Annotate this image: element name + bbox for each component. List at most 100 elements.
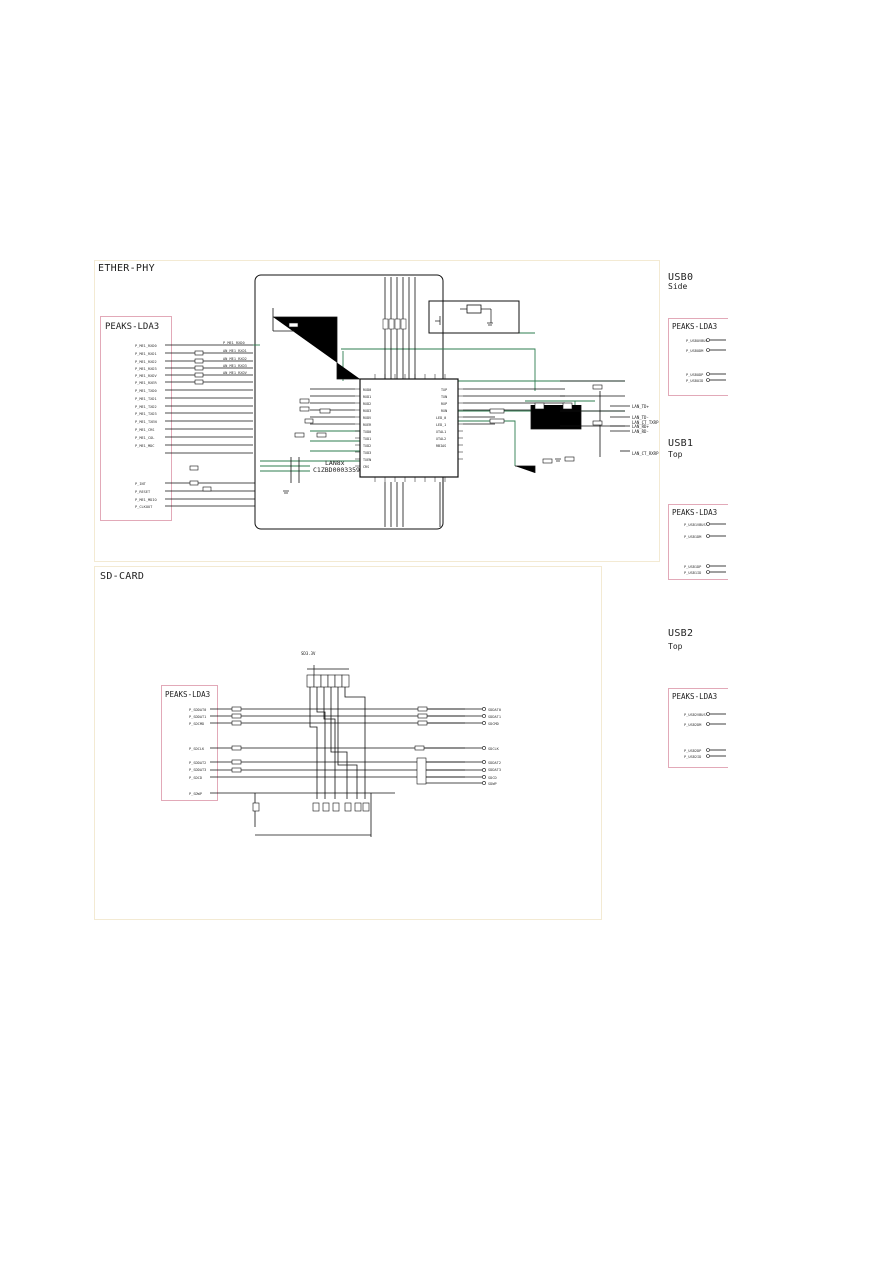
- usb2-connector-box: PEAKS-LDA3: [668, 688, 728, 768]
- svg-text:LAN_TD+: LAN_TD+: [632, 404, 649, 409]
- svg-text:AN_ME1_RXD2: AN_ME1_RXD2: [223, 357, 247, 361]
- usb0-title: USB0: [668, 272, 694, 283]
- svg-text:P_USBOID: P_USBOID: [686, 379, 703, 383]
- svg-text:SDDAT0: SDDAT0: [488, 708, 501, 712]
- svg-text:P_ME1_TXD1: P_ME1_TXD1: [135, 397, 157, 401]
- svg-text:SDDAT3: SDDAT3: [488, 768, 501, 772]
- svg-text:P_SDCMD: P_SDCMD: [189, 722, 204, 726]
- svg-text:P_USB1VBUS: P_USB1VBUS: [684, 523, 706, 527]
- phy-chip-name: LAN8x: [325, 459, 345, 467]
- svg-text:SDCMD: SDCMD: [488, 722, 499, 726]
- svg-text:P_USBODM: P_USBODM: [686, 349, 704, 353]
- ether-crystal: [466, 304, 482, 314]
- ether-right-wires: [463, 380, 625, 473]
- svg-text:LAN_CT_TXRP: LAN_CT_TXRP: [632, 420, 659, 425]
- svg-text:RXD1: RXD1: [363, 395, 371, 399]
- svg-text:LAN_RD+: LAN_RD+: [632, 424, 649, 429]
- svg-text:P_ME1_TXEN: P_ME1_TXEN: [135, 420, 157, 424]
- svg-text:LED_0: LED_0: [436, 416, 446, 420]
- svg-text:SDWP: SDWP: [488, 782, 497, 786]
- usb1-title: USB1: [668, 438, 694, 449]
- usb2-connector-label: PEAKS-LDA3: [672, 692, 718, 701]
- svg-text:P_SDDAT2: P_SDDAT2: [189, 761, 206, 765]
- svg-text:P_ME1_CRS: P_ME1_CRS: [135, 428, 154, 432]
- svg-text:P_CLKOUT: P_CLKOUT: [135, 505, 153, 509]
- usb0-connector-label: PEAKS-LDA3: [672, 322, 718, 331]
- ether-crystal-frame: [428, 300, 520, 334]
- svg-text:SD3.3V: SD3.3V: [301, 651, 316, 656]
- ether-pin-wires: [165, 344, 255, 507]
- ether-ground-symbols: [283, 322, 561, 494]
- ether-right-components: [489, 384, 603, 464]
- svg-text:RXER: RXER: [363, 423, 372, 427]
- svg-text:TXP: TXP: [441, 388, 447, 392]
- svg-text:P_USB2DP: P_USB2DP: [684, 749, 701, 753]
- svg-text:P_ME1_TXD2: P_ME1_TXD2: [135, 405, 157, 409]
- svg-text:RBIAS: RBIAS: [436, 444, 446, 448]
- svg-text:RXD2: RXD2: [363, 402, 371, 406]
- ether-left-components: [288, 322, 331, 438]
- usb1-connector-label: PEAKS-LDA3: [672, 508, 718, 517]
- svg-text:P_ME1_MDC: P_ME1_MDC: [135, 444, 154, 448]
- svg-text:RXP: RXP: [441, 402, 447, 406]
- phy-chip-body: [359, 378, 459, 478]
- svg-text:P_ME1_RXD1: P_ME1_RXD1: [135, 352, 157, 356]
- svg-text:P_SDCLK: P_SDCLK: [189, 747, 205, 751]
- svg-text:P_SDDAT0: P_SDDAT0: [189, 708, 206, 712]
- svg-text:P_ME1_RXD0: P_ME1_RXD0: [135, 344, 157, 348]
- svg-text:RXDV: RXDV: [363, 416, 371, 420]
- svg-text:AN_ME1_RXD3: AN_ME1_RXD3: [223, 364, 247, 368]
- usb0-connector-box: PEAKS-LDA3: [668, 318, 728, 396]
- svg-text:P_USB2ID: P_USB2ID: [684, 755, 701, 759]
- svg-text:P_USBODP: P_USBODP: [686, 373, 703, 377]
- svg-text:TXD0: TXD0: [363, 430, 371, 434]
- svg-text:CRS: CRS: [363, 465, 369, 469]
- svg-text:P_USB1DP: P_USB1DP: [684, 565, 701, 569]
- svg-text:P_SDWP: P_SDWP: [189, 792, 202, 796]
- svg-text:TXD1: TXD1: [363, 437, 371, 441]
- svg-text:P_INT: P_INT: [135, 482, 147, 486]
- svg-text:P_ME1_TXD0: P_ME1_TXD0: [135, 389, 157, 393]
- svg-text:P_RESET: P_RESET: [135, 490, 151, 494]
- usb2-title: USB2: [668, 628, 694, 639]
- svg-text:TXD2: TXD2: [363, 444, 371, 448]
- svg-text:P_ME1_RXD3: P_ME1_RXD3: [135, 367, 157, 371]
- svg-text:P_ME1_TXD3: P_ME1_TXD3: [135, 412, 157, 416]
- sd-pullup-verticals: [254, 687, 366, 827]
- sd-connector-box: PEAKS-LDA3: [161, 685, 218, 801]
- svg-text:SDCLK: SDCLK: [488, 747, 500, 751]
- svg-text:LAN_CT_RXRP: LAN_CT_RXRP: [632, 451, 659, 456]
- ether-connector-label: PEAKS-LDA3: [105, 322, 160, 332]
- svg-text:P_USB1DM: P_USB1DM: [684, 535, 702, 539]
- usb0-subtitle: Side: [668, 282, 688, 291]
- svg-text:AN_ME1_RXD1: AN_ME1_RXD1: [223, 349, 247, 353]
- sd-card-panel: SD-CARD PEAKS-LDA3 SD3.3V: [94, 566, 602, 920]
- svg-text:P_USB2VBUS: P_USB2VBUS: [684, 713, 706, 717]
- usb1-connector-box: PEAKS-LDA3: [668, 504, 728, 580]
- svg-text:P_ME1_RXDV: P_ME1_RXDV: [135, 374, 157, 378]
- svg-text:TXD3: TXD3: [363, 451, 371, 455]
- ether-bottom-bus: [384, 482, 441, 527]
- sd-signal-lines: [210, 708, 485, 794]
- sd-card-schematic: SD3.3V: [189, 651, 501, 837]
- svg-text:RXD0: RXD0: [363, 388, 371, 392]
- svg-text:P_ME1_RXD0: P_ME1_RXD0: [223, 341, 245, 345]
- svg-text:TXN: TXN: [441, 395, 447, 399]
- usb2-schematic: P_USB2VBUS P_USB2DM P_USB2DP P_USB2ID: [684, 712, 726, 759]
- svg-text:AN_ME1_RXDV: AN_ME1_RXDV: [223, 371, 248, 375]
- svg-text:SDDAT2: SDDAT2: [488, 761, 501, 765]
- usb2-subtitle: Top: [668, 642, 683, 651]
- ether-chip-left-wires: [272, 308, 360, 483]
- svg-text:P_SDDAT1: P_SDDAT1: [189, 715, 206, 719]
- svg-text:P_USB2DM: P_USB2DM: [684, 723, 702, 727]
